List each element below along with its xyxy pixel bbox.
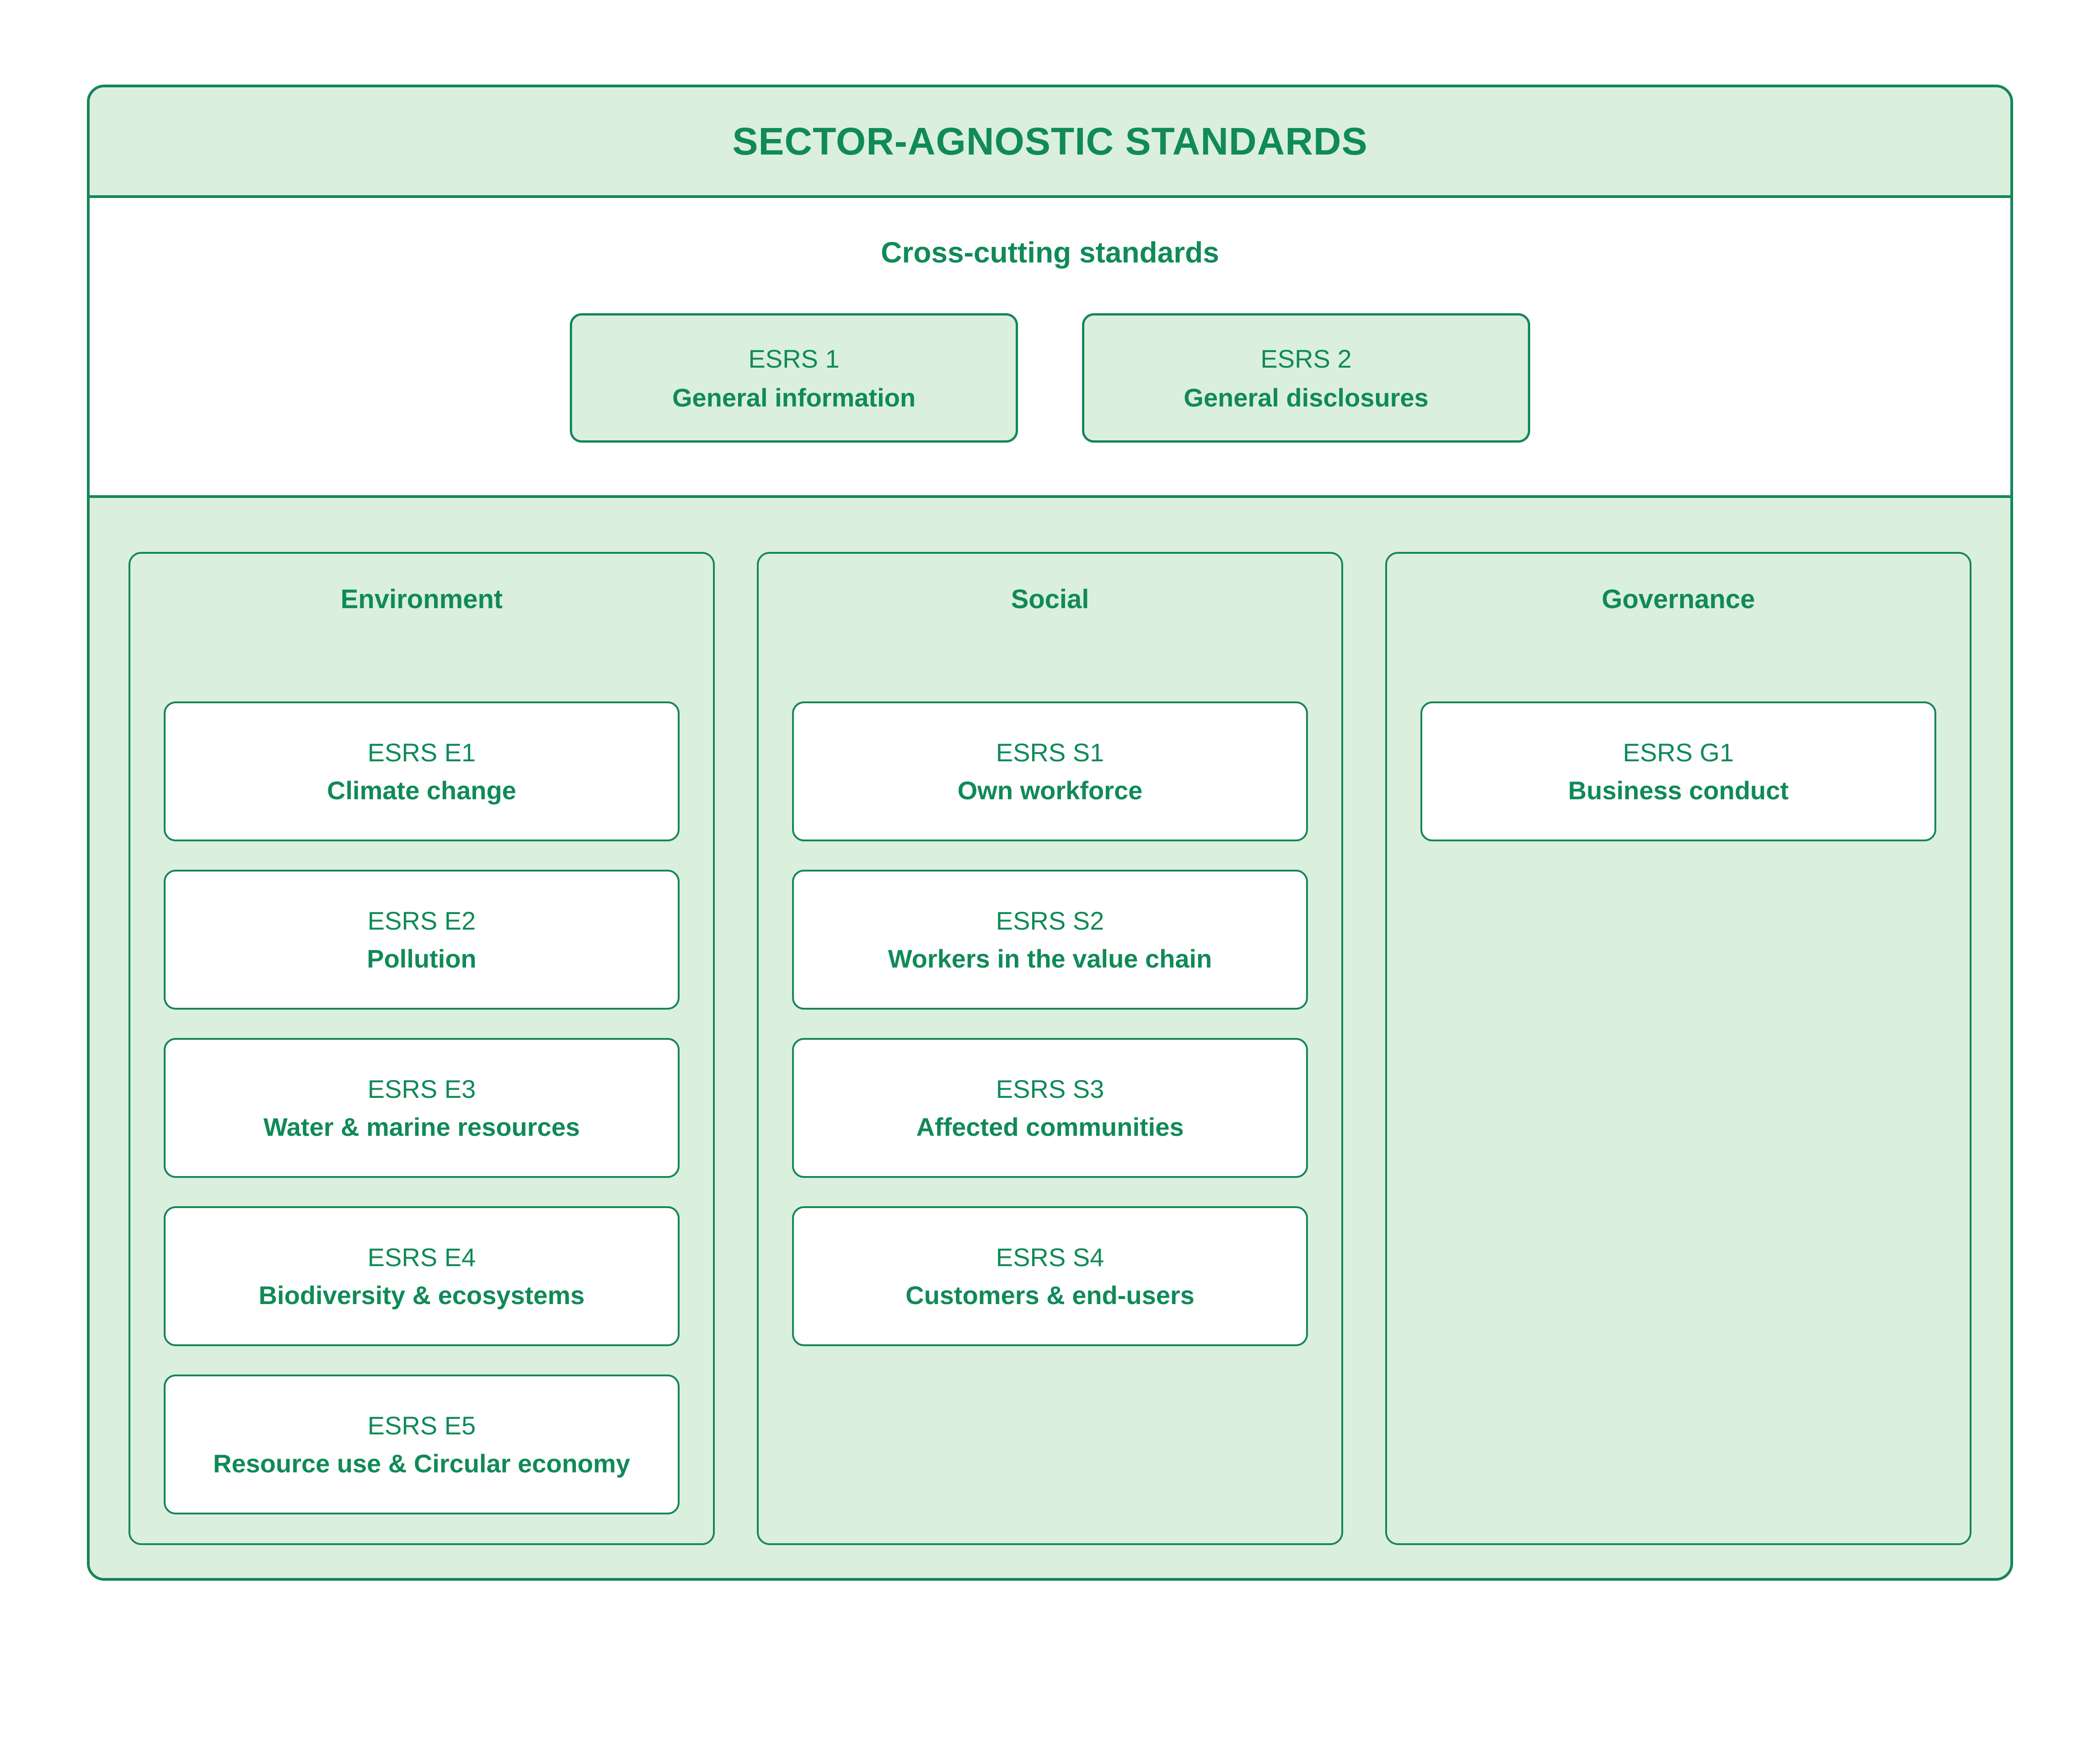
card-esrs-e3: ESRS E3 Water & marine resources xyxy=(164,1038,680,1178)
card-esrs-e5: ESRS E5 Resource use & Circular economy xyxy=(164,1375,680,1514)
card-esrs-e2: ESRS E2 Pollution xyxy=(164,870,680,1010)
card-name: Affected communities xyxy=(916,1113,1184,1141)
cross-cutting-cards-row: ESRS 1 General information ESRS 2 Genera… xyxy=(570,313,1530,443)
card-esrs-2: ESRS 2 General disclosures xyxy=(1082,313,1530,443)
column-heading: Environment xyxy=(340,584,503,614)
card-code: ESRS E3 xyxy=(367,1075,476,1103)
card-esrs-s4: ESRS S4 Customers & end-users xyxy=(792,1206,1308,1346)
column-governance: Governance ESRS G1 Business conduct xyxy=(1385,552,1971,1545)
card-code: ESRS 2 xyxy=(1260,344,1352,373)
topical-standards-section: Environment ESRS E1 Climate change ESRS … xyxy=(90,498,2010,1578)
environment-cards: ESRS E1 Climate change ESRS E2 Pollution… xyxy=(164,701,680,1514)
card-esrs-1: ESRS 1 General information xyxy=(570,313,1018,443)
card-code: ESRS E5 xyxy=(367,1411,476,1440)
cross-cutting-section: Cross-cutting standards ESRS 1 General i… xyxy=(90,198,2010,498)
card-code: ESRS S1 xyxy=(996,738,1104,767)
card-esrs-s3: ESRS S3 Affected communities xyxy=(792,1038,1308,1178)
card-code: ESRS S3 xyxy=(996,1075,1104,1103)
social-cards: ESRS S1 Own workforce ESRS S2 Workers in… xyxy=(792,701,1308,1346)
card-name: Business conduct xyxy=(1568,776,1789,805)
card-esrs-g1: ESRS G1 Business conduct xyxy=(1420,701,1936,841)
card-name: Resource use & Circular economy xyxy=(213,1449,630,1478)
card-name: Own workforce xyxy=(957,776,1143,805)
card-name: Climate change xyxy=(327,776,516,805)
card-esrs-e4: ESRS E4 Biodiversity & ecosystems xyxy=(164,1206,680,1346)
sector-agnostic-standards-panel: SECTOR-AGNOSTIC STANDARDS Cross-cutting … xyxy=(87,85,2013,1581)
column-social: Social ESRS S1 Own workforce ESRS S2 Wor… xyxy=(757,552,1343,1545)
card-esrs-e1: ESRS E1 Climate change xyxy=(164,701,680,841)
column-heading: Governance xyxy=(1602,584,1755,614)
card-code: ESRS E4 xyxy=(367,1243,476,1272)
column-heading: Social xyxy=(1011,584,1089,614)
card-code: ESRS E1 xyxy=(367,738,476,767)
card-name: General disclosures xyxy=(1184,383,1429,412)
cross-cutting-heading: Cross-cutting standards xyxy=(881,236,1219,269)
card-name: Customers & end-users xyxy=(905,1281,1195,1310)
title-band: SECTOR-AGNOSTIC STANDARDS xyxy=(90,87,2010,198)
column-environment: Environment ESRS E1 Climate change ESRS … xyxy=(129,552,715,1545)
page-title: SECTOR-AGNOSTIC STANDARDS xyxy=(732,119,1368,163)
card-name: Workers in the value chain xyxy=(888,944,1212,973)
card-code: ESRS 1 xyxy=(748,344,840,373)
card-name: Biodiversity & ecosystems xyxy=(258,1281,585,1310)
card-code: ESRS S2 xyxy=(996,906,1104,935)
card-esrs-s1: ESRS S1 Own workforce xyxy=(792,701,1308,841)
card-code: ESRS E2 xyxy=(367,906,476,935)
card-code: ESRS G1 xyxy=(1623,738,1734,767)
card-name: Water & marine resources xyxy=(263,1113,580,1141)
card-name: General information xyxy=(672,383,916,412)
card-esrs-s2: ESRS S2 Workers in the value chain xyxy=(792,870,1308,1010)
card-code: ESRS S4 xyxy=(996,1243,1104,1272)
governance-cards: ESRS G1 Business conduct xyxy=(1420,701,1936,841)
card-name: Pollution xyxy=(367,944,477,973)
